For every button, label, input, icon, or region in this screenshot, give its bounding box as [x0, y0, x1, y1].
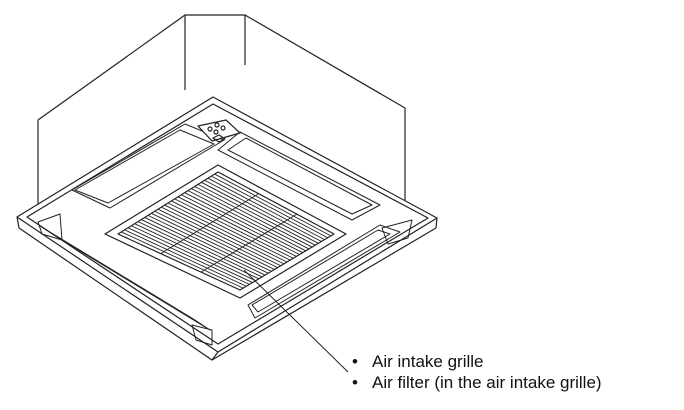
- grille-slat: [134, 223, 256, 282]
- callout-label: Air intake grille: [372, 352, 484, 371]
- grille-slat: [167, 202, 288, 263]
- grille-slat: [121, 231, 244, 289]
- bullet-icon: •: [352, 373, 358, 392]
- grille-slat: [127, 227, 250, 285]
- grille-slat: [177, 196, 297, 257]
- grille-slat: [141, 219, 263, 278]
- grille-slat: [157, 208, 278, 269]
- grille-divider: [160, 193, 259, 254]
- callout-air-intake-grille: • Air intake grille: [352, 351, 602, 372]
- grille-slat: [184, 192, 303, 254]
- grille-slat: [197, 184, 316, 246]
- grille-slat: [187, 190, 307, 252]
- signal-receiver: [197, 119, 241, 143]
- grille-slat: [171, 200, 291, 261]
- grille-slat: [207, 177, 325, 240]
- grille-slat: [204, 179, 322, 242]
- grille-divider: [200, 213, 298, 273]
- grille-slat: [201, 181, 319, 244]
- grille-slat: [214, 173, 332, 237]
- leader-line: [243, 269, 349, 373]
- grille-slat: [137, 221, 259, 280]
- grille-slat: [174, 198, 294, 259]
- unit-body: [37, 14, 406, 218]
- grille-slat: [194, 186, 313, 248]
- grille-slat: [181, 194, 300, 255]
- grille-slat: [161, 206, 281, 267]
- grille-slat: [164, 204, 285, 265]
- grille-slat: [151, 212, 272, 272]
- bullet-icon: •: [352, 352, 358, 371]
- grille-slat: [131, 225, 253, 283]
- grille-slats: [121, 173, 332, 289]
- callout-list: • Air intake grille • Air filter (in the…: [352, 351, 602, 393]
- grille-slat: [147, 214, 269, 274]
- grille-slat: [124, 229, 247, 287]
- panel-corners: [37, 213, 413, 346]
- grille-slat: [211, 175, 328, 239]
- callout-air-filter: • Air filter (in the air intake grille): [352, 372, 602, 393]
- grille-slat: [144, 217, 266, 276]
- callout-label: Air filter (in the air intake grille): [372, 373, 602, 392]
- grille-slat: [191, 188, 310, 250]
- grille-slat: [154, 210, 275, 270]
